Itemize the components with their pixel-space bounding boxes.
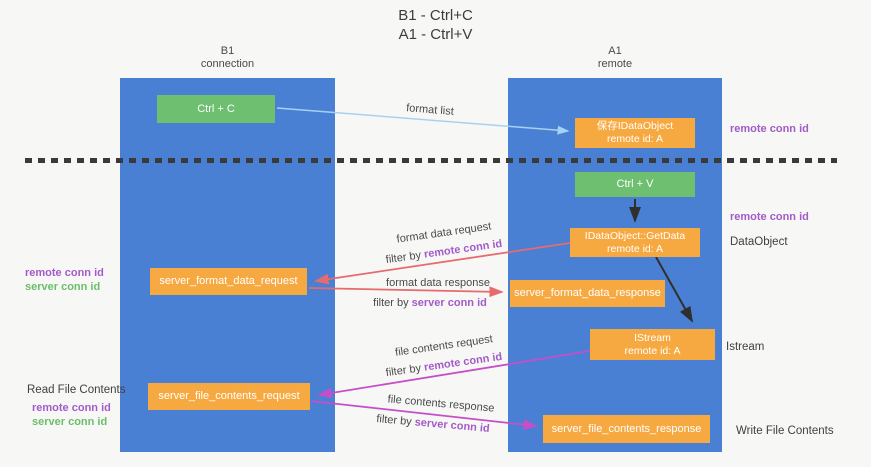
annotation-write-file-contents: Write File Contents xyxy=(736,425,834,437)
node-idataobject-getdata: IDataObject::GetData remote id: A xyxy=(570,228,700,257)
node-ctrl-c-label: Ctrl + C xyxy=(197,102,235,115)
annotation-left-bottom-remote-conn-id: remote conn id xyxy=(32,402,111,414)
annotation-left-mid-remote-conn-id: remote conn id xyxy=(25,267,104,279)
annotation-remote-conn-id-mid: remote conn id xyxy=(730,211,809,223)
node-getdata-line2: remote id: A xyxy=(606,242,664,255)
node-istream-line2: remote id: A xyxy=(624,344,681,357)
node-istream-line1: IStream xyxy=(634,331,671,344)
label-file-contents-response-filter: filter by server conn id xyxy=(376,413,490,435)
annotation-read-file-contents: Read File Contents xyxy=(27,384,126,396)
label-format-data-response: format data response xyxy=(386,277,490,289)
title-line-2: A1 - Ctrl+V xyxy=(398,26,473,43)
annotation-istream: Istream xyxy=(726,341,765,353)
annotation-remote-conn-id-mid-text: remote conn id xyxy=(730,211,809,223)
lane-header-b1: B1 connection xyxy=(120,45,335,71)
label-file-contents-response-filter-prefix: filter by xyxy=(375,413,416,429)
lane-header-a1: A1 remote xyxy=(508,45,722,71)
node-save-idataobject-line2: remote id: A xyxy=(606,133,664,145)
label-file-contents-response-filter-key: server conn id xyxy=(414,416,491,435)
node-server-format-data-response-label: server_format_data_response xyxy=(514,287,661,299)
label-format-data-request-filter-key: remote conn id xyxy=(423,237,503,261)
annotation-left-mid-server-conn-id: server conn id xyxy=(25,281,101,293)
node-save-idataobject: 保存IDataObject remote id: A xyxy=(575,118,695,148)
label-format-data-request-filter-prefix: filter by xyxy=(385,248,425,267)
title-line-1: B1 - Ctrl+C xyxy=(398,7,473,24)
lane-a1-name: A1 xyxy=(608,45,622,57)
session-divider-dashed-line xyxy=(25,158,837,163)
node-server-file-contents-request-label: server_file_contents_request xyxy=(158,390,300,402)
lane-b1-name: B1 xyxy=(220,45,235,57)
annotation-left-bottom-conn-ids: remote conn id server conn id xyxy=(32,401,111,429)
annotation-remote-conn-id-top-text: remote conn id xyxy=(730,123,809,135)
node-ctrl-c: Ctrl + C xyxy=(157,95,275,123)
node-server-format-data-response: server_format_data_response xyxy=(510,280,665,307)
lane-a1-subtitle: remote xyxy=(597,58,633,70)
node-server-file-contents-response-label: server_file_contents_response xyxy=(551,422,702,435)
node-server-format-data-request-label: server_format_data_request xyxy=(159,275,298,287)
lane-b1-subtitle: connection xyxy=(200,58,255,70)
node-server-file-contents-request: server_file_contents_request xyxy=(148,383,310,410)
label-format-data-response-filter-key: server conn id xyxy=(411,297,487,309)
annotation-remote-conn-id-top: remote conn id xyxy=(730,123,809,135)
label-file-contents-request-filter-prefix: filter by xyxy=(385,361,425,380)
node-ctrl-v-label: Ctrl + V xyxy=(616,178,654,190)
label-file-contents-request-filter-key: remote conn id xyxy=(423,350,503,374)
annotation-left-mid-conn-ids: remote conn id server conn id xyxy=(25,266,104,294)
node-istream: IStream remote id: A xyxy=(590,329,715,360)
label-format-data-response-filter-prefix: filter by xyxy=(373,297,412,309)
node-save-idataobject-line1: 保存IDataObject xyxy=(596,120,674,132)
label-format-data-response-filter: filter by server conn id xyxy=(373,297,487,309)
node-getdata-line1: IDataObject::GetData xyxy=(584,229,686,242)
node-server-file-contents-response: server_file_contents_response xyxy=(543,415,710,443)
node-server-format-data-request: server_format_data_request xyxy=(150,268,307,295)
label-file-contents-response: file contents response xyxy=(387,393,495,415)
annotation-dataobject: DataObject xyxy=(730,236,788,248)
label-format-list: format list xyxy=(405,102,455,118)
node-ctrl-v: Ctrl + V xyxy=(575,172,695,197)
annotation-left-bottom-server-conn-id: server conn id xyxy=(32,416,108,428)
diagram-title: B1 - Ctrl+C A1 - Ctrl+V xyxy=(0,6,871,44)
